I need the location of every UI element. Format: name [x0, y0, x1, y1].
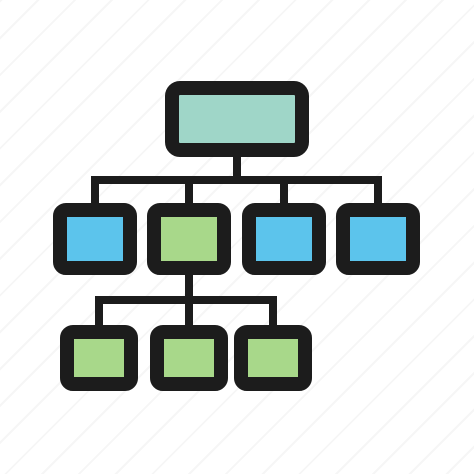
level1-node-box-a: [53, 203, 137, 275]
level2-node-box-a: [60, 325, 138, 391]
connector-lines: [91, 146, 382, 332]
level1-node-box-d: [336, 203, 420, 275]
level1-node-box-c: [242, 203, 326, 275]
level2-node-box-c: [234, 325, 312, 391]
level1-node-box-b: [147, 203, 231, 275]
root-node-box: [165, 81, 309, 157]
level2-node-box-b: [150, 325, 228, 391]
